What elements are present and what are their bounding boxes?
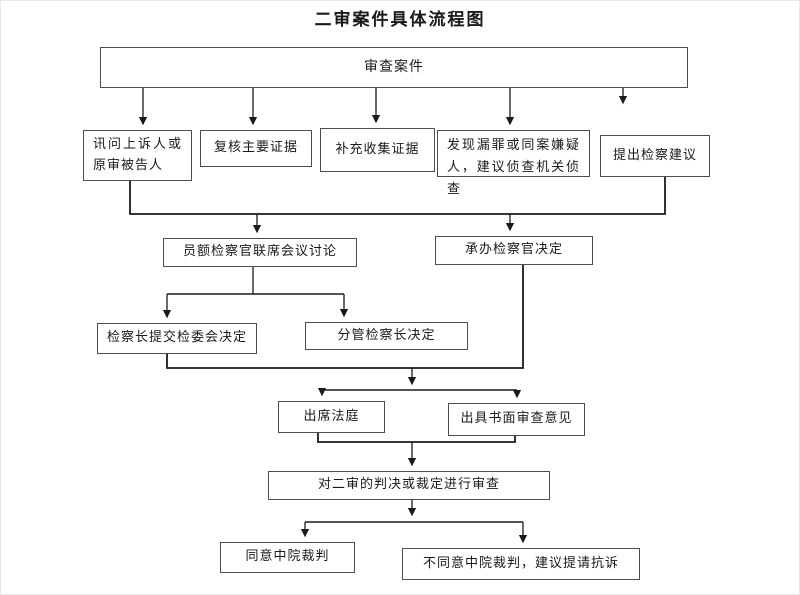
node-review-case: 审查案件 [100, 47, 688, 88]
node-chief-committee: 检察长提交检委会决定 [97, 323, 257, 354]
node-verify-evidence: 复核主要证据 [200, 130, 312, 167]
node-disagree-ruling: 不同意中院裁判，建议提请抗诉 [402, 548, 640, 580]
node-handling-prosecutor: 承办检察官决定 [435, 236, 593, 265]
node-review-judgment: 对二审的判决或裁定进行审查 [268, 471, 550, 500]
node-deputy-chief: 分管检察长决定 [305, 322, 468, 350]
node-attend-court: 出席法庭 [278, 401, 385, 433]
node-joint-discussion: 员额检察官联席会议讨论 [163, 238, 357, 267]
page-title: 二审案件具体流程图 [314, 10, 486, 30]
node-procuratorial-suggestion: 提出检察建议 [600, 135, 710, 177]
node-supplement-evidence: 补充收集证据 [320, 128, 435, 172]
node-interrogate-appellant: 讯问上诉人或原审被告人 [83, 130, 192, 181]
node-discover-omitted-crime: 发现漏罪或同案嫌疑人，建议侦查机关侦查 [437, 130, 590, 197]
node-agree-ruling: 同意中院裁判 [220, 542, 355, 573]
node-written-opinion: 出具书面审查意见 [448, 403, 585, 436]
